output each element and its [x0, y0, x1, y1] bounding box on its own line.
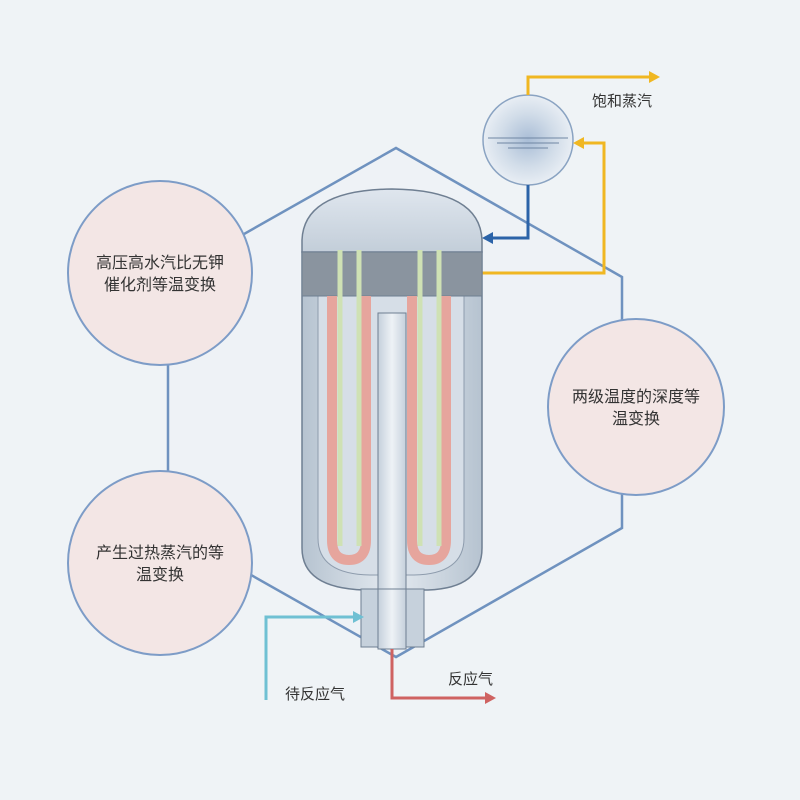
bubble-line: 两级温度的深度等 — [571, 387, 700, 406]
label-feed-gas: 待反应气 — [285, 685, 346, 703]
bubble-text-high-pressure: 高压高水汽比无钾 催化剂等温变换 — [68, 252, 252, 296]
bubble-high-pressure — [67, 180, 253, 366]
u-tube-inner — [417, 250, 442, 546]
bubble-text-two-stage: 两级温度的深度等 温变换 — [548, 386, 724, 430]
bubble-line: 产生过热蒸汽的等 — [95, 543, 224, 562]
heat-exchange-tubes — [327, 250, 451, 566]
boiler-water-line — [492, 185, 530, 240]
arrow-head-icon — [573, 137, 584, 149]
u-tube-outer — [407, 296, 451, 566]
bubble-line: 温变换 — [611, 409, 660, 428]
saturated-steam-line — [526, 75, 650, 95]
u-tube-outer — [327, 296, 371, 566]
bubble-line: 高压高水汽比无钾 — [95, 253, 224, 272]
arrow-head-icon — [482, 232, 493, 244]
steam-drum — [482, 94, 574, 186]
label-reacted-gas: 反应气 — [448, 670, 494, 688]
reactor-dome — [301, 188, 483, 253]
arrow-head-icon — [353, 611, 364, 623]
steam-return-line — [480, 141, 606, 275]
feed-gas-line — [264, 615, 354, 700]
arrow-head-icon — [485, 692, 496, 704]
label-saturated-steam: 饱和蒸汽 — [592, 92, 653, 110]
bubble-text-superheated: 产生过热蒸汽的等 温变换 — [68, 542, 252, 586]
bubble-two-stage — [547, 318, 725, 496]
arrow-head-icon — [649, 71, 660, 83]
bubble-line: 催化剂等温变换 — [103, 275, 216, 294]
central-pipe-lower — [377, 588, 407, 650]
tube-sheet — [301, 251, 483, 297]
bubble-superheated — [67, 470, 253, 656]
reacted-gas-line — [390, 649, 486, 700]
u-tube-inner — [337, 250, 362, 546]
bubble-line: 温变换 — [135, 565, 184, 584]
